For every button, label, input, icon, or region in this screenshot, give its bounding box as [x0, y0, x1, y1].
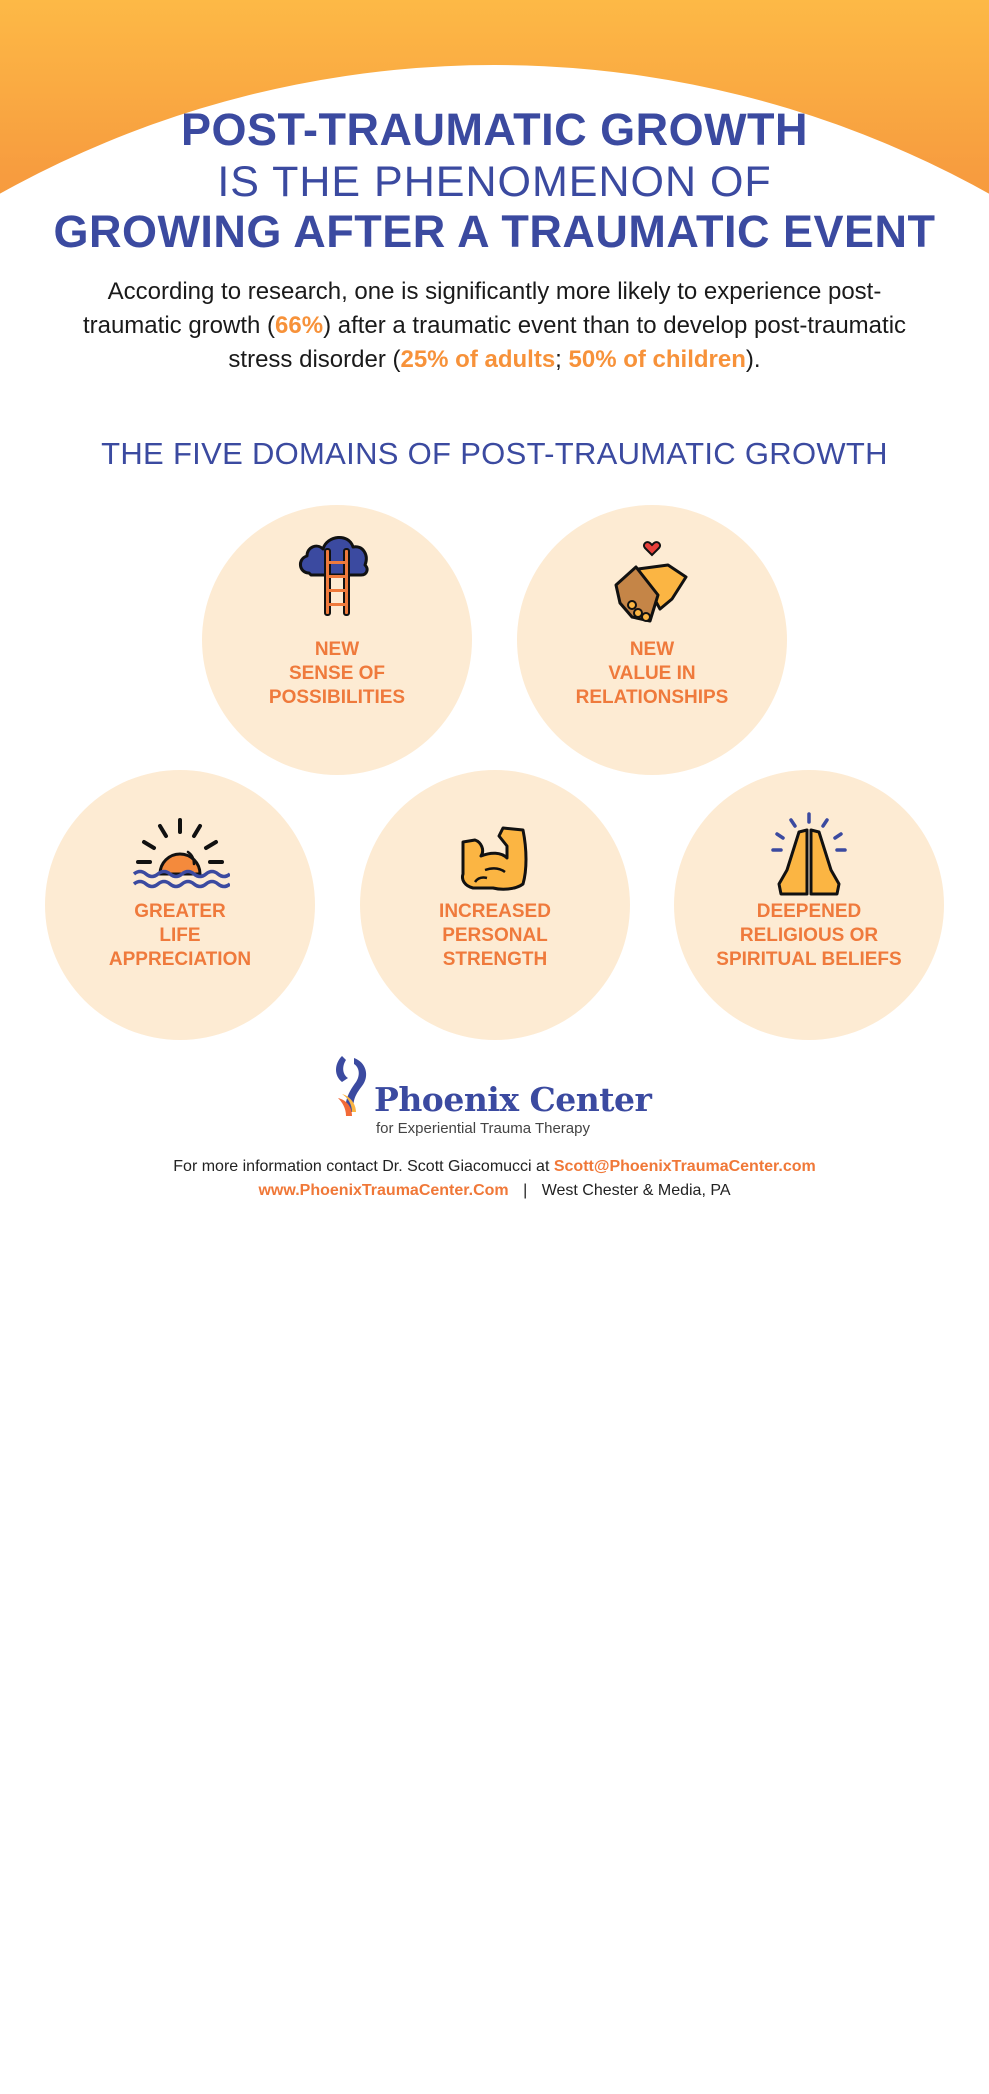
- stat-adults: 25% of adults: [400, 346, 556, 373]
- domain-label: NEW SENSE OF POSSIBILITIES: [268, 639, 406, 708]
- cloud-ladder-icon: [299, 536, 369, 616]
- domain-possibilities: NEW SENSE OF POSSIBILITIES: [202, 505, 472, 775]
- praying-hands-icon: [771, 812, 847, 896]
- flexed-arm-icon: [461, 826, 528, 891]
- intro-text: ).: [745, 346, 761, 373]
- domain-relationships: NEW VALUE IN RELATIONSHIPS: [517, 505, 787, 775]
- footer-website-line: www.PhoenixTraumaCenter.Com | West Chest…: [0, 1182, 989, 1200]
- footer-contact-line: For more information contact Dr. Scott G…: [0, 1158, 989, 1176]
- stat-children: 50% of children: [568, 346, 746, 373]
- stat-growth: 66%: [275, 312, 324, 339]
- domain-label: INCREASED PERSONAL STRENGTH: [439, 901, 551, 970]
- headline-line-3: GROWING AFTER A TRAUMATIC EVENT: [53, 206, 936, 257]
- logo-subtitle: for Experiential Trauma Therapy: [376, 1120, 590, 1137]
- phoenix-center-logo: Phoenix Center for Experiential Trauma T…: [330, 1050, 670, 1140]
- domain-label: GREATER LIFE APPRECIATION: [108, 901, 252, 970]
- phoenix-bird-icon: [336, 1056, 367, 1116]
- domain-life-appreciation: GREATER LIFE APPRECIATION: [45, 770, 315, 1040]
- contact-text: For more information contact Dr. Scott G…: [173, 1158, 554, 1175]
- email-link[interactable]: Scott@PhoenixTraumaCenter.com: [553, 1158, 816, 1175]
- intro-paragraph: According to research, one is significan…: [60, 275, 929, 377]
- intro-text: ) after a traumatic event than to develo…: [228, 312, 907, 373]
- domain-label: NEW VALUE IN RELATIONSHIPS: [575, 639, 729, 708]
- logo-name: Phoenix Center: [374, 1080, 652, 1119]
- domain-label: DEEPENED RELIGIOUS OR SPIRITUAL BELIEFS: [716, 901, 902, 970]
- location-text: West Chester & Media, PA: [541, 1182, 731, 1199]
- domain-personal-strength: INCREASED PERSONAL STRENGTH: [360, 770, 630, 1040]
- website-link[interactable]: www.PhoenixTraumaCenter.Com: [258, 1182, 509, 1199]
- handshake-heart-icon: [614, 541, 688, 623]
- bottom-white-arc: [0, 1100, 989, 1280]
- headline-line-1: POST-TRAUMATIC GROWTH: [180, 104, 809, 155]
- infographic: POST-TRAUMATIC GROWTH IS THE PHENOMENON …: [0, 104, 989, 1200]
- headline-line-2: IS THE PHENOMENON OF: [217, 158, 772, 206]
- sunset-icon: [132, 818, 230, 889]
- domain-spiritual-beliefs: DEEPENED RELIGIOUS OR SPIRITUAL BELIEFS: [674, 770, 944, 1040]
- bottom-gradient-band: [0, 1100, 989, 1280]
- section-title: THE FIVE DOMAINS OF POST-TRAUMATIC GROWT…: [101, 436, 888, 471]
- intro-text: ;: [555, 346, 569, 373]
- divider: |: [523, 1182, 528, 1199]
- intro-text: According to research, one is significan…: [82, 278, 882, 339]
